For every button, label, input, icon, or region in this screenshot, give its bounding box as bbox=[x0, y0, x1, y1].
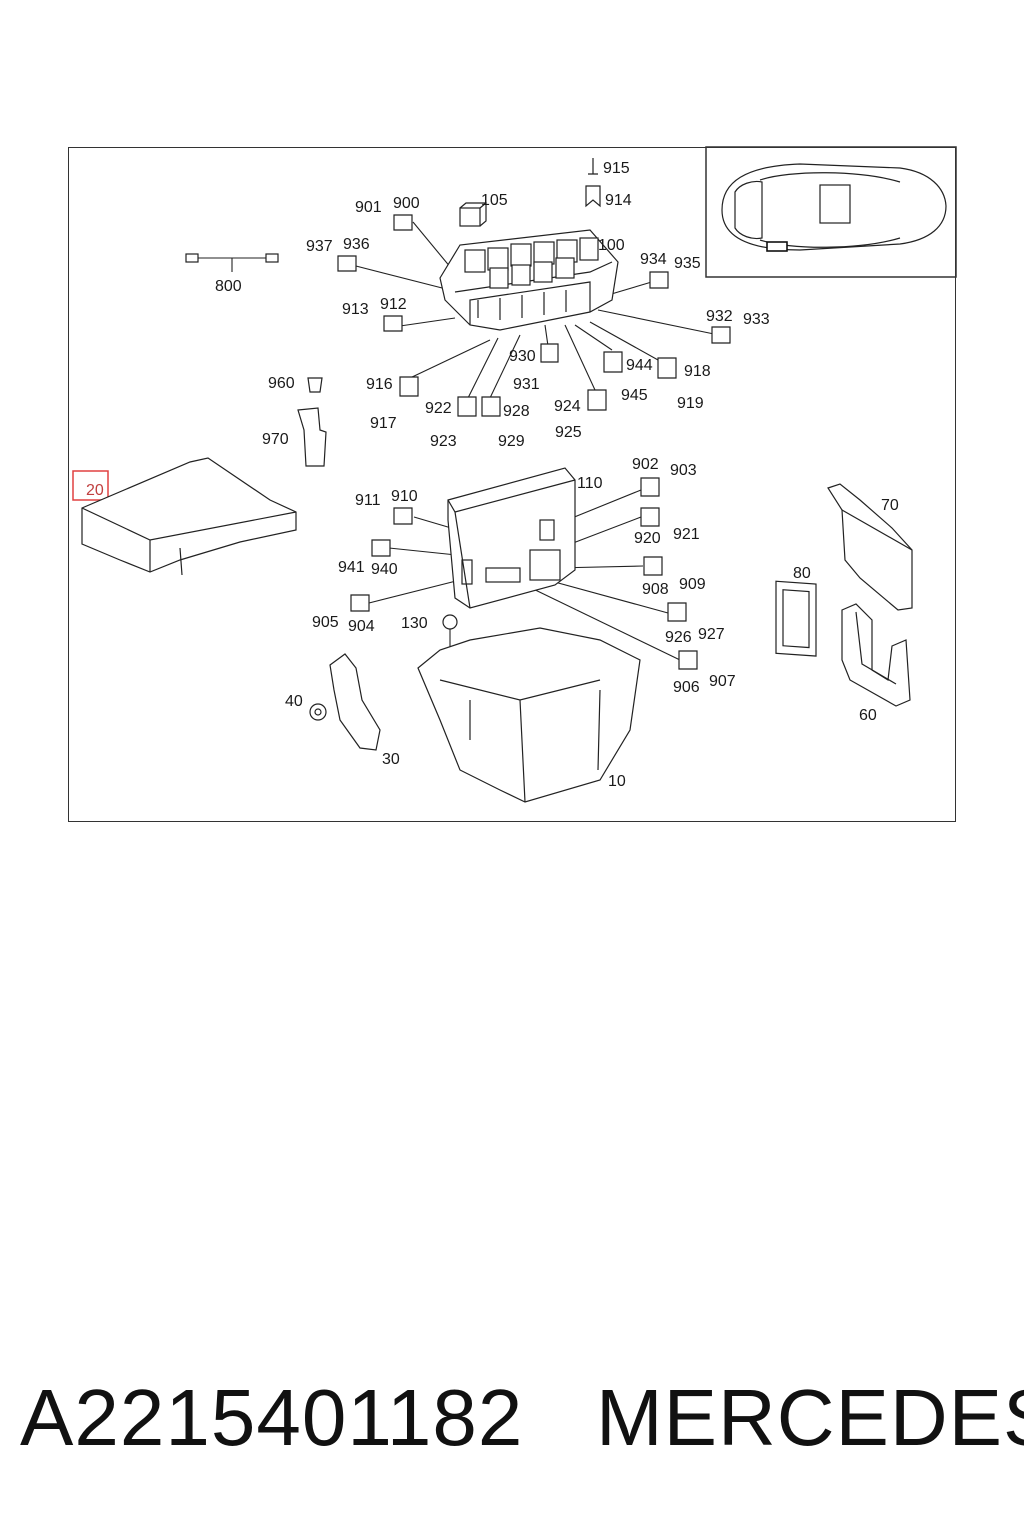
callout-909: 909 bbox=[679, 576, 706, 593]
callout-907: 907 bbox=[709, 673, 736, 690]
callout-911: 911 bbox=[355, 492, 381, 509]
callout-80: 80 bbox=[793, 565, 811, 582]
callout-10: 10 bbox=[608, 773, 626, 790]
callout-903: 903 bbox=[670, 462, 697, 479]
callout-916: 916 bbox=[366, 376, 393, 393]
bracket-970 bbox=[297, 407, 327, 467]
fuse-relay-box-100 bbox=[439, 229, 619, 331]
callout-937: 937 bbox=[306, 238, 333, 255]
callout-920: 920 bbox=[634, 530, 661, 547]
callout-934: 934 bbox=[640, 251, 667, 268]
callout-935: 935 bbox=[674, 255, 701, 272]
callout-926: 926 bbox=[665, 629, 692, 646]
nut-40 bbox=[309, 703, 327, 721]
callout-901: 901 bbox=[355, 199, 382, 216]
relay-105 bbox=[459, 201, 487, 227]
callout-929: 929 bbox=[498, 433, 525, 450]
vehicle-inset bbox=[705, 146, 957, 278]
callout-936: 936 bbox=[343, 236, 370, 253]
callout-930: 930 bbox=[509, 348, 536, 365]
callout-960: 960 bbox=[268, 375, 295, 392]
callout-917: 917 bbox=[370, 415, 397, 432]
brand-name: MERCEDES bbox=[596, 1373, 1024, 1462]
callout-902: 902 bbox=[632, 456, 659, 473]
callout-940: 940 bbox=[371, 561, 398, 578]
seal-80 bbox=[775, 580, 817, 657]
callout-914: 914 bbox=[605, 192, 632, 209]
callout-800: 800 bbox=[215, 278, 242, 295]
callout-970: 970 bbox=[262, 431, 289, 448]
bracket-30 bbox=[329, 653, 381, 751]
frame-60 bbox=[841, 603, 911, 707]
callout-900: 900 bbox=[393, 195, 420, 212]
callout-110: 110 bbox=[577, 475, 603, 492]
part-number: A2215401182 bbox=[20, 1373, 524, 1462]
control-unit-110 bbox=[447, 467, 576, 609]
parts-diagram-frame bbox=[68, 147, 956, 822]
callout-945: 945 bbox=[621, 387, 648, 404]
callout-910: 910 bbox=[391, 488, 418, 505]
callout-908: 908 bbox=[642, 581, 669, 598]
callout-labels: 915 914 901 900 105 937 936 100 934 935 … bbox=[86, 160, 899, 790]
callout-944: 944 bbox=[626, 357, 653, 374]
callout-932: 932 bbox=[706, 308, 733, 325]
callout-941: 941 bbox=[338, 559, 365, 576]
cover-20 bbox=[81, 457, 297, 576]
cable-800 bbox=[185, 253, 279, 263]
fuse-960 bbox=[307, 377, 323, 393]
housing-10 bbox=[417, 627, 641, 803]
callout-100: 100 bbox=[598, 237, 625, 254]
callout-912: 912 bbox=[380, 296, 407, 313]
callout-20: 20 bbox=[86, 482, 104, 499]
callout-906: 906 bbox=[673, 679, 700, 696]
callout-921: 921 bbox=[673, 526, 700, 543]
callout-40: 40 bbox=[285, 693, 303, 710]
callout-922: 922 bbox=[425, 400, 452, 417]
callout-919: 919 bbox=[677, 395, 704, 412]
callout-20-highlight[interactable] bbox=[72, 470, 109, 501]
callout-904: 904 bbox=[348, 618, 375, 635]
callout-923: 923 bbox=[430, 433, 457, 450]
callout-913: 913 bbox=[342, 301, 369, 318]
callout-105: 105 bbox=[481, 192, 508, 209]
callout-30: 30 bbox=[382, 751, 400, 768]
callout-918: 918 bbox=[684, 363, 711, 380]
screw-130 bbox=[442, 614, 458, 648]
callout-927: 927 bbox=[698, 626, 725, 643]
callout-130: 130 bbox=[401, 615, 428, 632]
connectors bbox=[337, 158, 731, 670]
cover-70 bbox=[827, 483, 913, 611]
callout-925: 925 bbox=[555, 424, 582, 441]
callout-928: 928 bbox=[503, 403, 530, 420]
callout-905: 905 bbox=[312, 614, 339, 631]
callout-924: 924 bbox=[554, 398, 581, 415]
parts-diagram: 915 914 901 900 105 937 936 100 934 935 … bbox=[72, 146, 957, 803]
callout-70: 70 bbox=[881, 497, 899, 514]
callout-933: 933 bbox=[743, 311, 770, 328]
callout-915: 915 bbox=[603, 160, 630, 177]
callout-60: 60 bbox=[859, 707, 877, 724]
callout-931: 931 bbox=[513, 376, 540, 393]
